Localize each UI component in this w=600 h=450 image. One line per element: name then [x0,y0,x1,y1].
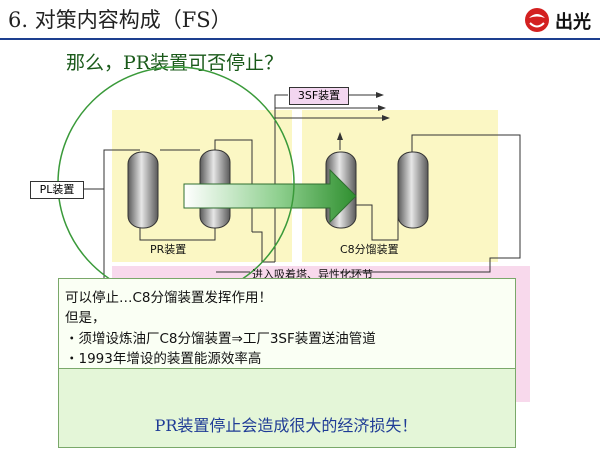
logo-text: 出光 [555,12,591,33]
pr-column-1 [127,151,159,229]
c8-column-2 [397,151,429,229]
conclusion-text: PR装置停止会造成很大的经济损失！ [154,416,418,435]
transfer-arrow-icon [183,168,357,224]
question-subtitle: 那么，PR装置可否停止？ [66,52,284,74]
logo-emblem-icon [525,8,549,32]
page-title: 6. 对策内容构成（FS） [8,8,232,32]
sf3-unit-box: 3SF装置 [289,87,349,105]
c8-unit-label: C8分馏装置 [340,243,399,256]
explanation-line-2: 但是， [65,310,106,326]
pr-highlight-ellipse [57,66,295,300]
explanation-panel: 可以停止…C8分馏装置发挥作用！ 但是， ・须增设炼油厂C8分馏装置⇒工厂3SF… [58,278,516,370]
explanation-bullet-1: ・须增设炼油厂C8分馏装置⇒工厂3SF装置送油管道 [65,331,376,347]
arrowheads [337,92,390,140]
pr-unit-label: PR装置 [150,243,187,256]
downstream-note: 进入吸着塔、异性化环节 [252,268,373,281]
explanation-line-1: 可以停止…C8分馏装置发挥作用！ [65,290,273,306]
title-divider [0,38,600,40]
company-logo: 出光 [521,6,591,34]
conclusion-panel [58,368,516,448]
explanation-bullet-2: ・1993年增设的装置能源效率高 [65,351,262,367]
pl-unit-box: PL装置 [30,181,84,199]
